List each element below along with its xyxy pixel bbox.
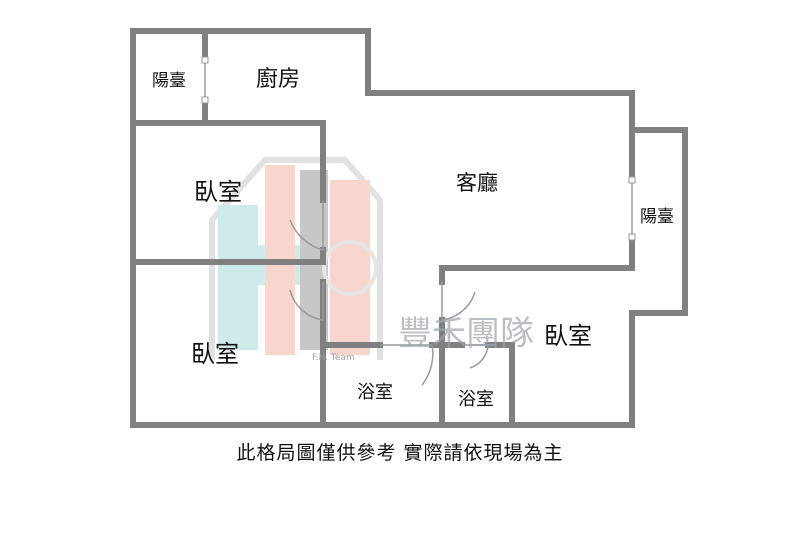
disclaimer-caption: 此格局圖僅供參考 實際請依現場為主 — [236, 442, 564, 464]
label-bedroom-bottom-left: 臥室 — [191, 340, 239, 368]
watermark-brand-cn: 豐禾團隊 — [398, 314, 534, 354]
watermark-brand-en: F.H. Team — [312, 353, 355, 363]
label-balcony-right: 陽臺 — [640, 207, 674, 227]
door-bedroom-bottom — [289, 282, 324, 321]
label-bedroom-top: 臥室 — [194, 178, 242, 206]
logo-house-outline — [209, 157, 383, 360]
floor-plan: 豐禾團隊 F.H. Team 陽臺 廚房 臥室 客廳 陽臺 臥室 臥室 浴室 浴… — [130, 28, 688, 428]
label-bathroom-right: 浴室 — [458, 389, 494, 410]
door-bath-right — [462, 344, 489, 369]
label-bedroom-right: 臥室 — [544, 322, 592, 350]
label-kitchen: 廚房 — [256, 67, 300, 92]
door-bath-left — [380, 344, 434, 386]
label-living-room: 客廳 — [456, 171, 498, 195]
doors — [204, 60, 633, 386]
logo-seal — [322, 240, 378, 296]
label-balcony-left: 陽臺 — [152, 71, 186, 91]
logo-pink-right — [330, 180, 370, 355]
label-bathroom-left: 浴室 — [357, 382, 393, 403]
door-bedroom-top — [289, 200, 324, 251]
window-markers — [201, 56, 636, 241]
door-bedroom-right — [441, 282, 476, 321]
